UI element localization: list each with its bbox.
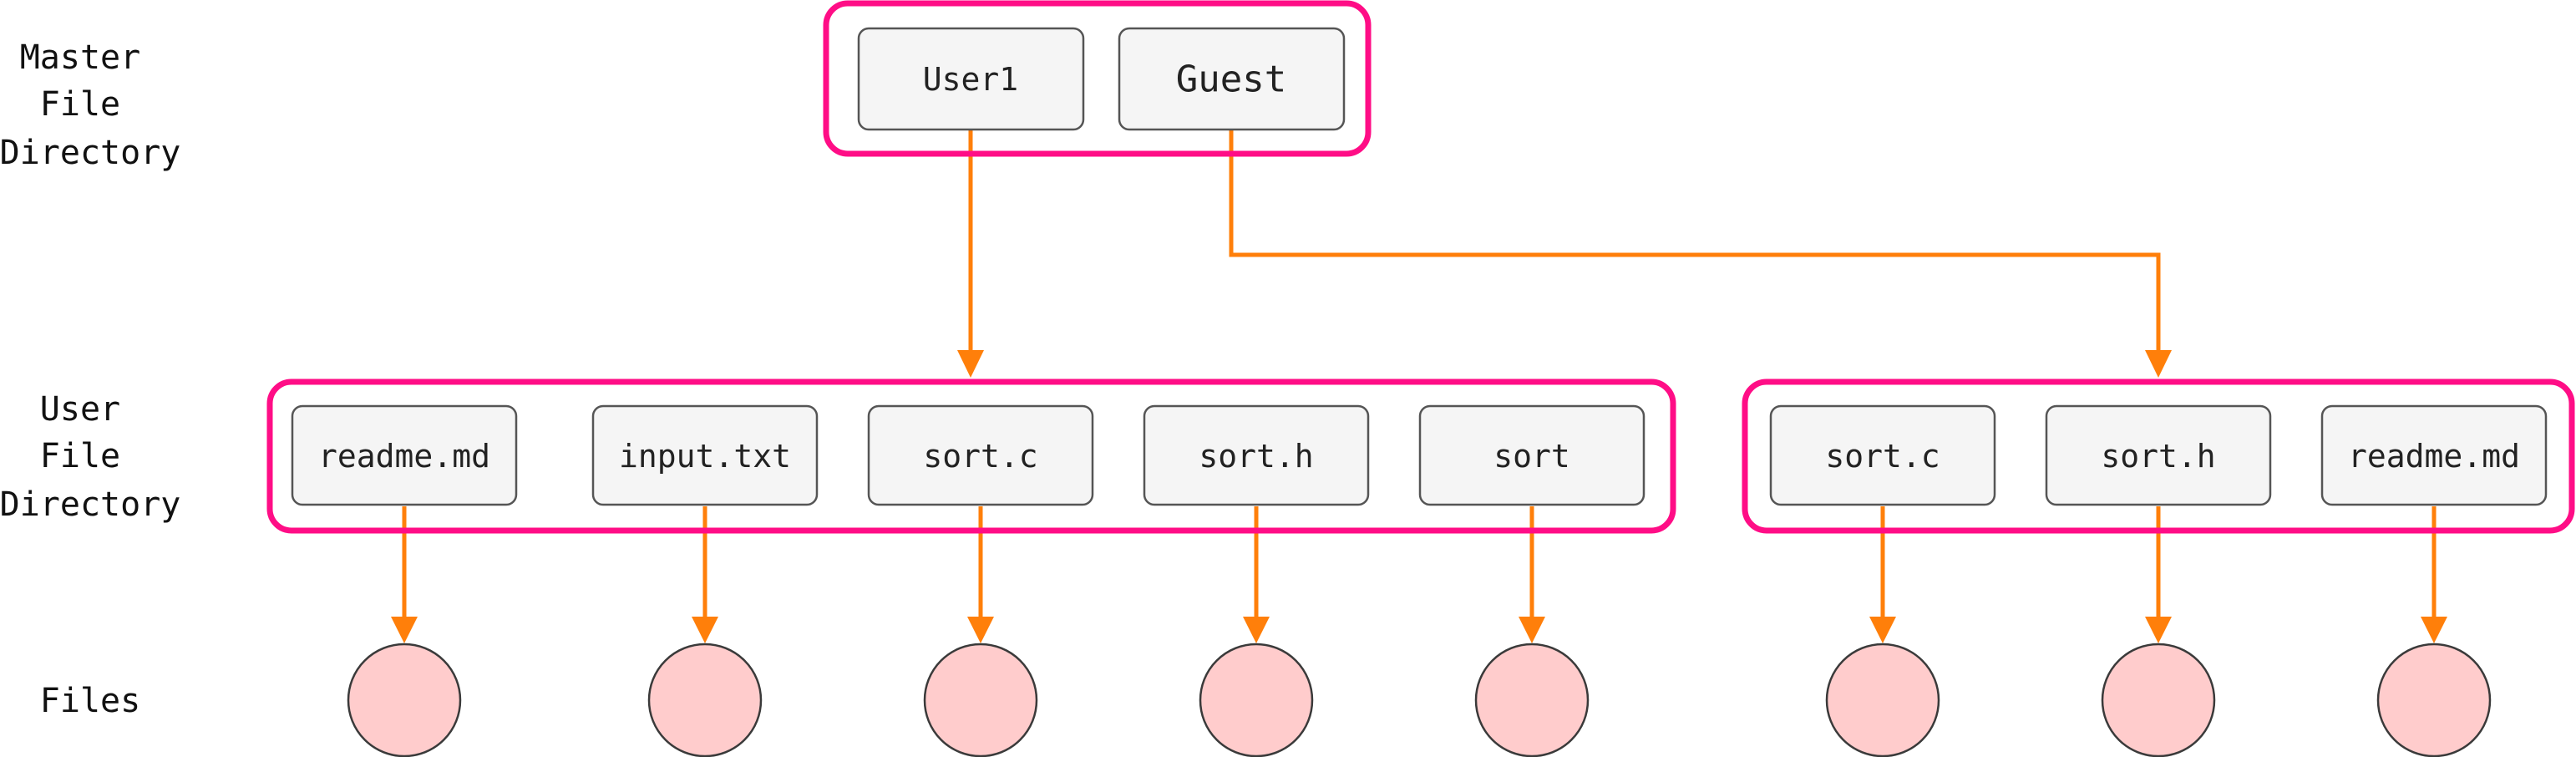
user1-file-directory: readme.md input.txt sort.c sort.h sort [266,378,1676,534]
master-entry-guest-label: Guest [1176,58,1286,101]
file-node-guest-readme-md[interactable] [2376,643,2492,757]
user1-entry-sort-box[interactable] [1418,404,1645,506]
master-entry-guest[interactable]: Guest [1118,27,1346,131]
user1-directory-frame [266,378,1676,534]
user-label-line-3: Directory [0,485,180,524]
user1-entry-sort-c-label: sort.c [923,438,1037,475]
guest-entry-readme-md-label: readme.md [2348,438,2520,475]
guest-file-directory: sort.c sort.h readme.md [1742,378,2575,534]
file-node-user1-input-txt[interactable] [647,643,763,757]
arrowhead-user1-sort-h [1243,617,1270,643]
arrowhead-user1-input-txt [692,617,718,643]
user1-entry-sort[interactable]: sort [1418,404,1645,506]
arrowhead-guest-directory [2145,350,2172,378]
file-node-user1-sort-c[interactable] [923,643,1038,757]
user1-entry-input-txt-label: input.txt [619,438,791,475]
arrowhead-guest-sort-h [2145,617,2172,643]
user-label-line-2: File [40,437,120,475]
master-directory-frame [823,0,1372,157]
arrowhead-guest-sort-c [1869,617,1896,643]
connector-guest-to-directory [1229,130,2161,362]
user1-entry-input-txt[interactable]: input.txt [591,404,819,506]
user1-entry-readme-md-label: readme.md [318,438,490,475]
arrowhead-user1-directory [957,350,984,378]
guest-entry-sort-c-label: sort.c [1825,438,1940,475]
connector-layer [391,130,2447,643]
guest-entry-sort-h-box[interactable] [2045,404,2272,506]
guest-entry-readme-md-box[interactable] [2320,404,2548,506]
master-entry-guest-box[interactable] [1118,27,1346,131]
arrowhead-guest-readme-md [2421,617,2447,643]
file-node-user1-sort[interactable] [1474,643,1590,757]
master-entry-user1[interactable]: User1 [857,27,1085,131]
files-label: Files [40,682,140,720]
arrowhead-user1-readme-md [391,617,418,643]
arrowhead-user1-sort-c [967,617,994,643]
guest-entry-sort-h[interactable]: sort.h [2045,404,2272,506]
user1-entry-sort-h-box[interactable] [1143,404,1370,506]
user1-entry-sort-label: sort [1493,438,1570,475]
file-nodes [347,643,2492,757]
file-node-user1-readme-md[interactable] [347,643,462,757]
file-node-user1-sort-h[interactable] [1199,643,1314,757]
user1-entry-input-txt-box[interactable] [591,404,819,506]
master-entry-user1-box[interactable] [857,27,1085,131]
guest-directory-frame [1742,378,2575,534]
master-file-directory-label: Master File Directory [0,38,180,172]
file-node-guest-sort-c[interactable] [1825,643,1940,757]
master-entry-user1-label: User1 [923,61,1018,98]
guest-entry-sort-c[interactable]: sort.c [1769,404,1996,506]
user1-entry-sort-c[interactable]: sort.c [867,404,1094,506]
guest-entry-readme-md[interactable]: readme.md [2320,404,2548,506]
user1-entry-sort-h[interactable]: sort.h [1143,404,1370,506]
user1-entry-readme-md-box[interactable] [291,404,518,506]
guest-entry-sort-h-label: sort.h [2101,438,2215,475]
arrowhead-user1-sort [1519,617,1545,643]
user1-entry-sort-h-label: sort.h [1199,438,1313,475]
master-label-line-1: Master [20,38,141,77]
file-node-guest-sort-h[interactable] [2101,643,2216,757]
user-file-directory-label: User File Directory [0,390,180,524]
master-label-line-2: File [40,85,120,124]
user1-entry-sort-c-box[interactable] [867,404,1094,506]
master-label-line-3: Directory [0,134,180,172]
master-file-directory: User1 Guest [823,0,1372,157]
user-label-line-1: User [40,390,120,429]
user1-entry-readme-md[interactable]: readme.md [291,404,518,506]
guest-entry-sort-c-box[interactable] [1769,404,1996,506]
